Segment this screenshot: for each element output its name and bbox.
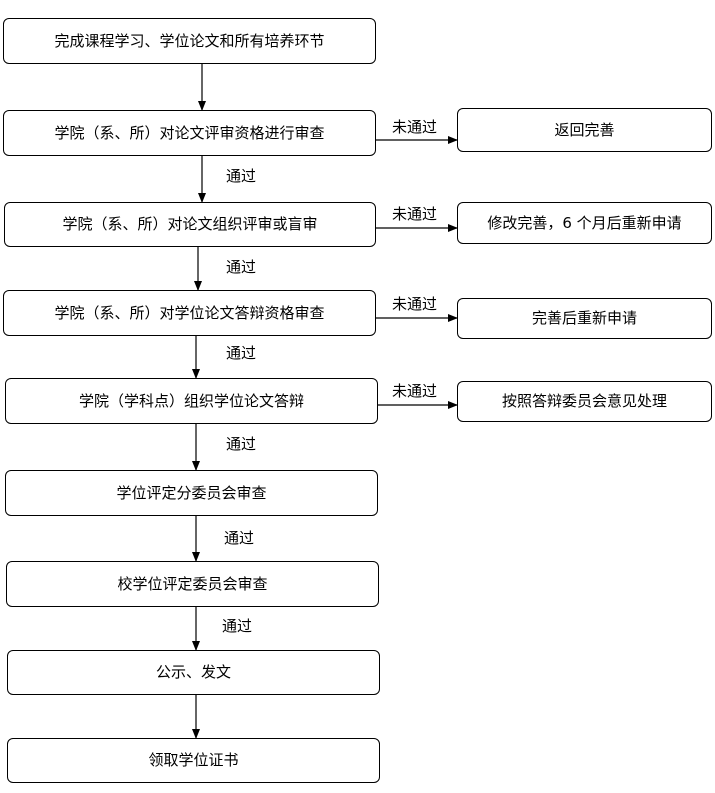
fail-label-3: 未通过 — [392, 295, 438, 313]
outcome-revise-reapply-6-months: 修改完善，6 个月后重新申请 — [457, 202, 712, 244]
outcome-follow-committee-opinion: 按照答辩委员会意见处理 — [457, 381, 712, 422]
pass-label-5: 通过 — [224, 529, 255, 547]
pass-label-2: 通过 — [226, 258, 257, 276]
step-thesis-review: 学院（系、所）对论文组织评审或盲审 — [4, 202, 376, 247]
step-receive-degree-certificate: 领取学位证书 — [7, 738, 380, 783]
pass-label-1: 通过 — [226, 167, 257, 185]
step-publicize-issue: 公示、发文 — [7, 650, 380, 695]
step-thesis-defense: 学院（学科点）组织学位论文答辩 — [5, 378, 378, 424]
fail-label-1: 未通过 — [392, 118, 438, 136]
fail-label-4: 未通过 — [392, 382, 438, 400]
pass-label-3: 通过 — [226, 344, 257, 362]
step-review-eligibility-check: 学院（系、所）对论文评审资格进行审查 — [3, 110, 376, 156]
pass-label-6: 通过 — [222, 617, 253, 635]
outcome-improve-reapply: 完善后重新申请 — [457, 298, 712, 339]
fail-label-2: 未通过 — [392, 205, 438, 223]
outcome-return-improve: 返回完善 — [457, 108, 712, 152]
step-university-committee-review: 校学位评定委员会审查 — [6, 561, 379, 607]
step-complete-coursework: 完成课程学习、学位论文和所有培养环节 — [3, 18, 376, 64]
pass-label-4: 通过 — [226, 435, 257, 453]
step-subcommittee-review: 学位评定分委员会审查 — [5, 470, 378, 516]
step-defense-eligibility-check: 学院（系、所）对学位论文答辩资格审查 — [3, 290, 376, 336]
